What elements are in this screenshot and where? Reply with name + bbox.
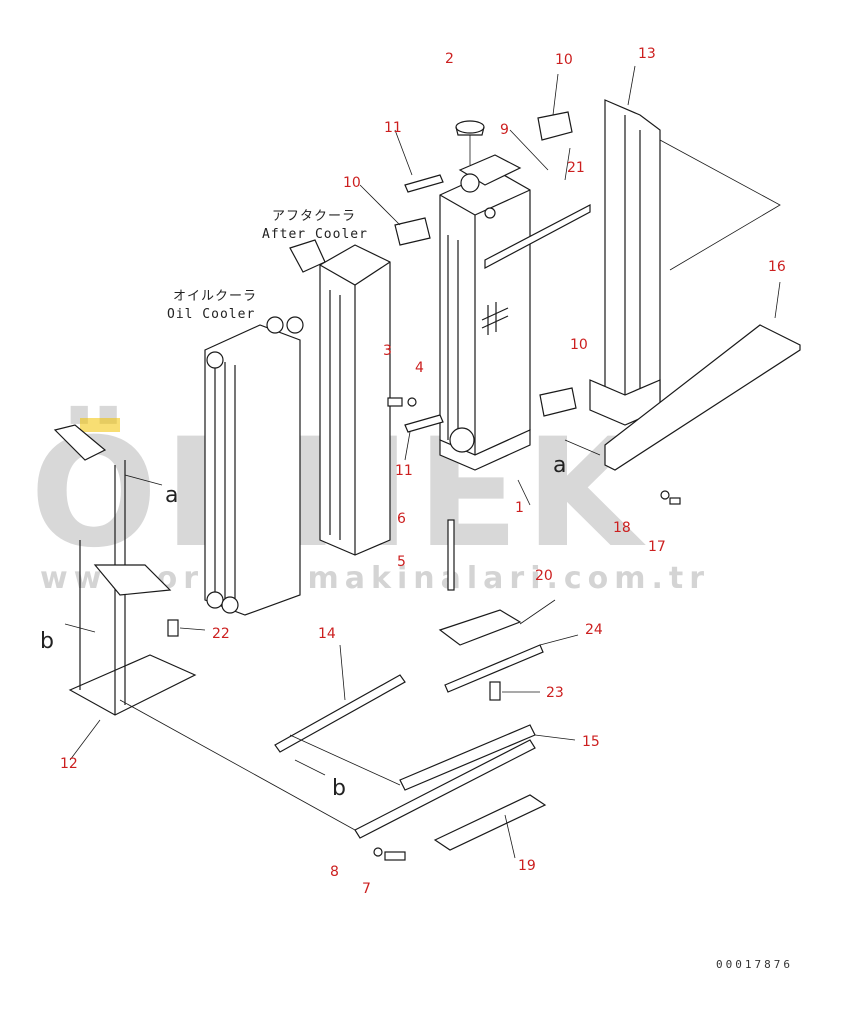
callouts: 1 2 3 4 5 6 7 8 9 10 10 10 11 11 12 13 1… [60,46,786,897]
callout-9: 9 [500,122,509,138]
callout-1: 1 [515,500,524,516]
bolt-17-part [669,497,681,505]
bolt-7-part [384,851,406,861]
callout-7: 7 [362,881,371,897]
pads-strips [167,111,591,851]
washer-8-part [373,847,383,857]
bushing-23-part [489,681,501,701]
after-cooler-label-en: After Cooler [262,227,368,242]
callout-16: 16 [768,259,786,275]
ref-letter-b-bottom: b [332,776,346,801]
callout-23: 23 [546,685,564,701]
leader-lines [69,65,781,859]
callout-11-bottom: 11 [395,463,413,479]
after-cooler-part [289,239,391,556]
pad-20-part [438,609,522,646]
callout-24: 24 [585,622,603,638]
callout-10-bottom: 10 [570,337,588,353]
oil-cooler-part [204,316,304,616]
strip-11b-part [404,414,444,433]
grid-symbol [481,302,509,335]
callout-10-mid: 10 [343,175,361,191]
callout-14: 14 [318,626,336,642]
after-cooler-label-jp: アフタクーラ [272,209,356,224]
callout-12: 12 [60,756,78,772]
bracket-13-part [589,99,661,426]
callout-3: 3 [383,343,392,359]
callout-5: 5 [397,554,406,570]
drawing-number: 00017876 [716,958,793,971]
fasteners [373,397,681,861]
callout-2: 2 [445,51,454,67]
bolt-3-part [387,397,403,407]
callout-22: 22 [212,626,230,642]
callout-10-top: 10 [555,52,573,68]
radiator-part [439,154,531,471]
frame-16-part [604,139,801,471]
pad-10a-part [537,111,573,141]
rod-5-part [447,519,455,591]
callout-4: 4 [415,360,424,376]
channel-19-part [433,794,547,851]
lower-frame-part [119,674,536,839]
washer-18-part [660,490,670,500]
callout-8: 8 [330,864,339,880]
component-labels: アフタクーラ After Cooler オイルクーラ Oil Cooler [167,209,368,322]
pad-10c-part [539,387,577,417]
washer-4-part [407,397,417,407]
callout-19: 19 [518,858,536,874]
callout-21: 21 [567,160,585,176]
reference-letters: a a b b [40,439,601,801]
ref-letter-b-left: b [40,629,54,654]
bushing-22-part [167,619,179,637]
strip-21-part [484,204,591,269]
callout-20: 20 [535,568,553,584]
callout-13: 13 [638,46,656,62]
ref-letter-a-right: a [553,453,566,478]
ref-letter-a-left: a [165,483,178,508]
callout-11-top: 11 [384,120,402,136]
callout-6: 6 [397,511,406,527]
callout-18: 18 [613,520,631,536]
bracket-12-part [53,424,197,716]
oil-cooler-label-jp: オイルクーラ [173,289,257,304]
strip-11a-part [404,174,444,193]
callout-17: 17 [648,539,666,555]
callout-15: 15 [582,734,600,750]
pad-10b-part [394,217,431,246]
watermark-accent [80,418,120,432]
strip-24-part [444,644,544,693]
radiator-cap-part [455,120,485,165]
oil-cooler-label-en: Oil Cooler [167,307,255,322]
